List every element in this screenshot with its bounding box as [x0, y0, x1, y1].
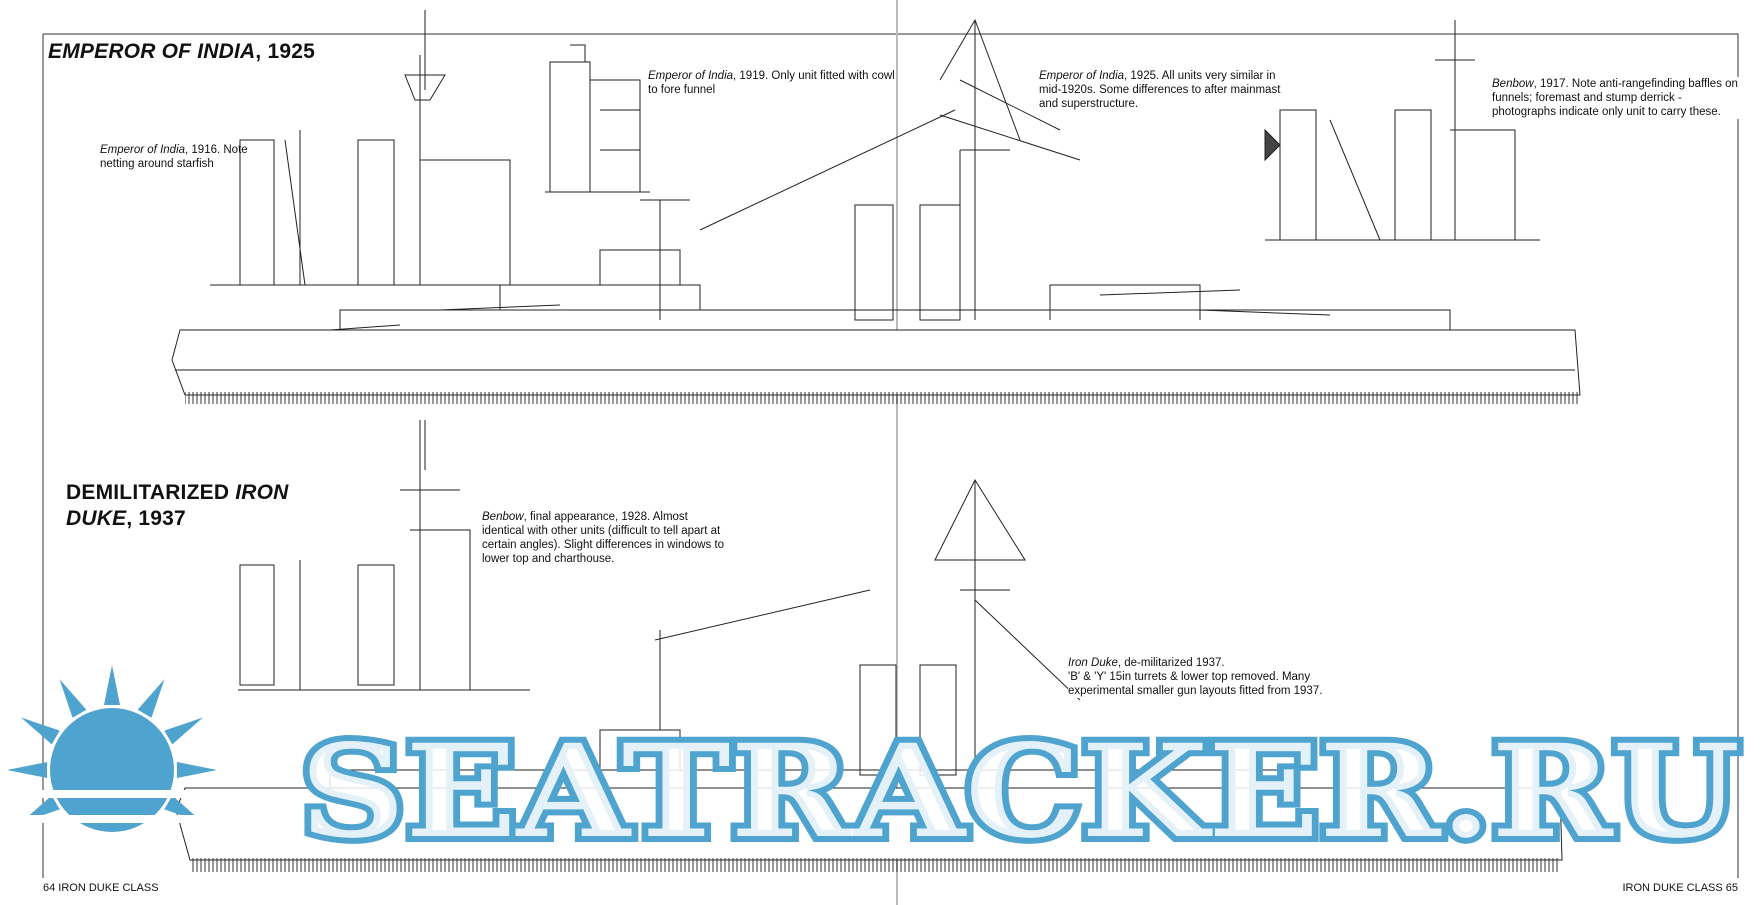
section-title-iron-duke: DEMILITARIZED IRON DUKE, 1937	[66, 481, 289, 530]
page-border	[43, 33, 1739, 878]
caption-1925: Emperor of India, 1925. All units very s…	[1039, 70, 1281, 110]
watermark-text: SEATRACKER.RU	[300, 717, 1740, 867]
inset-1916	[210, 10, 530, 286]
inset-1919	[545, 44, 650, 193]
caption-1919: Emperor of India, 1919. Only unit fitted…	[648, 70, 895, 96]
inset-benbow-1928	[238, 420, 530, 691]
inset-benbow-1917	[1264, 20, 1540, 241]
caption-benbow-1928: Benbow, final appearance, 1928. Almost i…	[482, 511, 725, 565]
footer-left: 64 IRON DUKE CLASS	[43, 882, 159, 894]
ship-emperor-of-india-profile	[171, 18, 1581, 404]
ship-iron-duke-profile	[175, 478, 1563, 872]
caption-iron-duke-1937: Iron Duke, de-militarized 1937. 'B' & 'Y…	[1068, 656, 1328, 698]
caption-benbow-1917: Benbow, 1917. Note anti-rangefinding baf…	[1492, 77, 1742, 119]
footer-right: IRON DUKE CLASS 65	[1622, 882, 1738, 894]
section-title-emperor-of-india: EMPEROR OF INDIA, 1925	[48, 40, 315, 63]
watermark-sun-logo	[0, 665, 240, 832]
caption-1916: Emperor of India, 1916. Note netting aro…	[100, 144, 248, 170]
